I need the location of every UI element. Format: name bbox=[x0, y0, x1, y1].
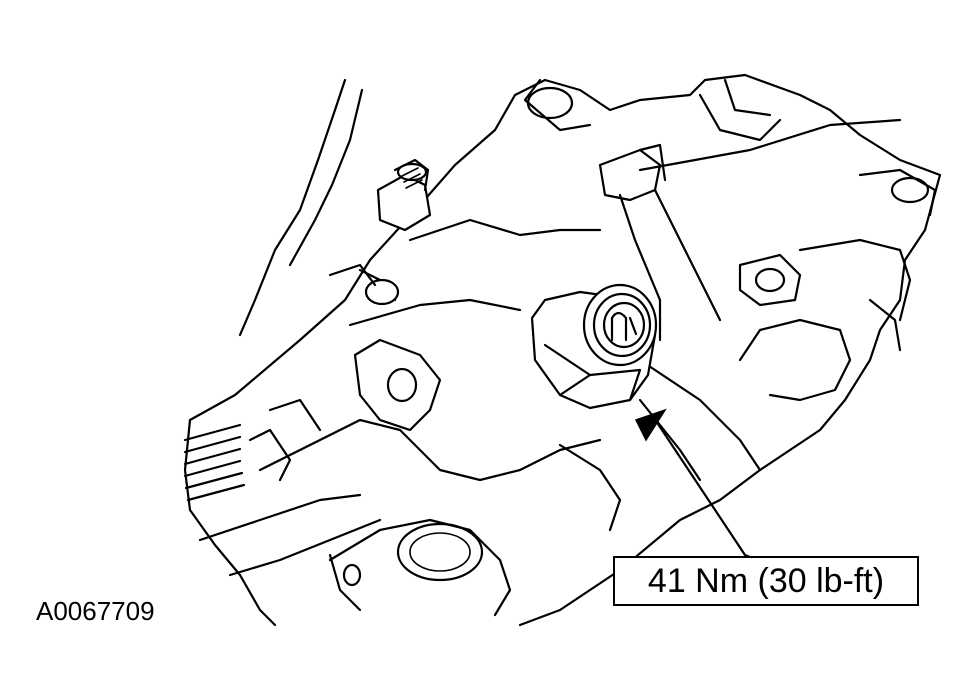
stud-bolt bbox=[328, 158, 432, 306]
callout-arrow bbox=[634, 408, 747, 557]
torque-specification-label: 41 Nm (30 lb-ft) bbox=[613, 556, 919, 606]
figure-id-label: A0067709 bbox=[36, 596, 155, 626]
engine-block-outline bbox=[183, 73, 942, 627]
ribbed-hose bbox=[183, 423, 246, 502]
sensor-component bbox=[530, 283, 658, 410]
